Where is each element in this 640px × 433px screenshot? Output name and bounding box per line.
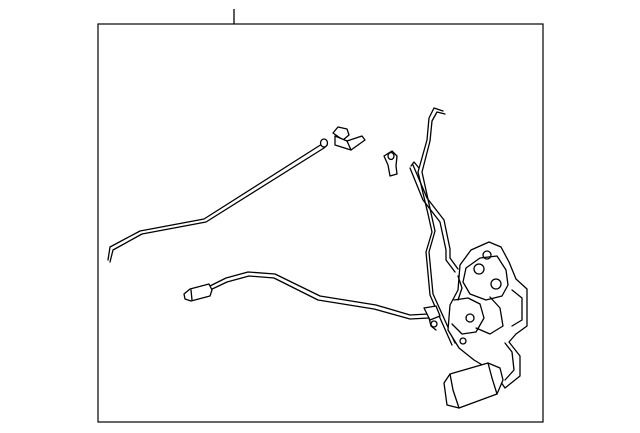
inside-handle-cable [183, 271, 441, 331]
outside-handle-rod [107, 138, 329, 263]
small-clip [383, 150, 398, 177]
latch-assembly [447, 241, 528, 389]
rod-clip [332, 126, 366, 151]
lock-rods [409, 107, 459, 346]
diagram-frame [97, 23, 544, 423]
actuator-motor [443, 362, 504, 409]
